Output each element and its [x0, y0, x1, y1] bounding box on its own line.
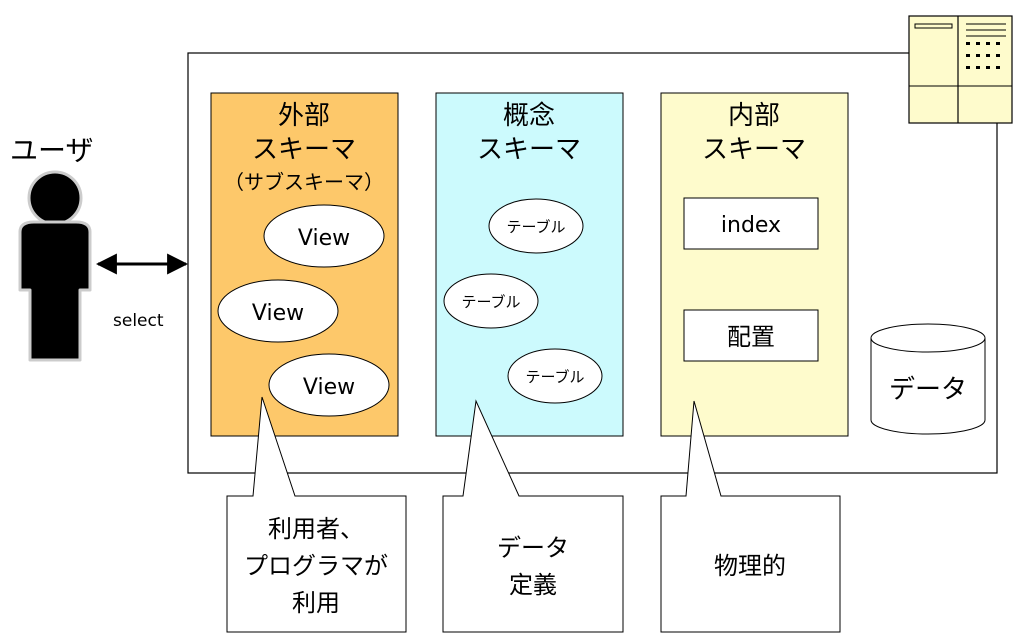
internal-callout [660, 400, 841, 633]
database-cylinder-icon [870, 323, 986, 435]
internal-schema-panel [660, 92, 849, 437]
index-label: index [721, 213, 781, 238]
view-label-3: View [303, 375, 355, 400]
view-label-2: View [252, 301, 304, 326]
internal-schema-title-1: 内部 [728, 101, 780, 131]
external-callout-line-2: プログラマが [244, 552, 388, 580]
external-callout [226, 396, 407, 633]
index-box [683, 197, 819, 250]
external-schema-title-2: スキーマ [252, 135, 356, 165]
view-ellipse-3 [268, 353, 390, 417]
user-label: ユーザ [10, 134, 93, 167]
table-ellipse-2 [443, 273, 539, 329]
select-label: select [113, 311, 164, 331]
table-ellipse-1 [488, 198, 584, 254]
table-label-2: テーブル [461, 293, 520, 311]
table-ellipse-3 [507, 348, 603, 404]
placement-label: 配置 [727, 323, 775, 351]
conceptual-callout [442, 399, 624, 633]
internal-callout-line-1: 物理的 [714, 552, 786, 580]
view-ellipse-1 [263, 204, 385, 268]
table-label-3: テーブル [525, 368, 584, 386]
external-callout-line-1: 利用者、 [268, 515, 364, 543]
server-rack-icon [908, 15, 1013, 124]
external-schema-title-1: 外部 [278, 101, 330, 131]
placement-box [683, 309, 819, 362]
conceptual-schema-title-2: スキーマ [477, 135, 581, 165]
conceptual-callout-line-1: データ [497, 534, 569, 562]
internal-schema-title-2: スキーマ [702, 135, 806, 165]
conceptual-callout-line-2: 定義 [509, 571, 557, 599]
table-label-1: テーブル [506, 218, 565, 236]
storage-label: データ [889, 375, 967, 405]
view-label-1: View [298, 226, 350, 251]
external-schema-subtitle: （サブスキーマ） [224, 170, 384, 194]
person-silhouette-icon [18, 170, 92, 362]
view-ellipse-2 [217, 279, 339, 343]
conceptual-schema-title-1: 概念 [503, 101, 555, 131]
external-callout-line-3: 利用 [292, 589, 340, 617]
